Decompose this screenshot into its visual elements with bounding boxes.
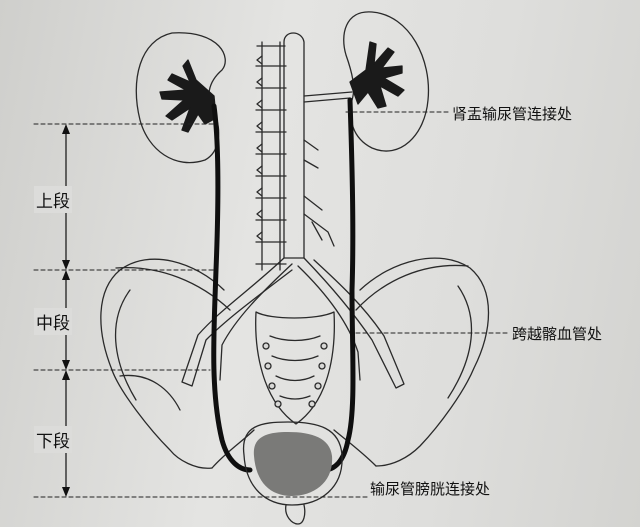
left-ureter (211, 103, 253, 473)
iliac-vessel-crossing-label: 跨越髂血管处 (512, 325, 603, 343)
pubic-bones (119, 374, 377, 469)
right-kidney (343, 11, 430, 152)
right-iliac-vessels (303, 257, 405, 389)
right-renal-pelvis (349, 41, 405, 109)
vertebral-column (261, 41, 281, 271)
left-ilium (100, 258, 225, 469)
renal-vessel (303, 91, 353, 103)
middle-segment-label: 中段 (34, 308, 72, 335)
pelviureteric-junction-label: 肾盂输尿管连接处 (452, 105, 573, 123)
lower-segment-label: 下段 (34, 426, 72, 453)
bladder-fill (253, 432, 333, 496)
small-branches (303, 139, 335, 247)
upper-segment-label: 上段 (34, 186, 72, 213)
ureterovesical-junction-label: 输尿管膀胱连接处 (370, 480, 491, 498)
bladder (242, 421, 343, 506)
left-renal-pelvis (159, 59, 217, 133)
right-ureter (321, 97, 356, 473)
sacrum (255, 311, 335, 425)
aorta (283, 32, 305, 259)
right-ilium (359, 257, 490, 467)
left-iliac-vessels (181, 257, 293, 387)
